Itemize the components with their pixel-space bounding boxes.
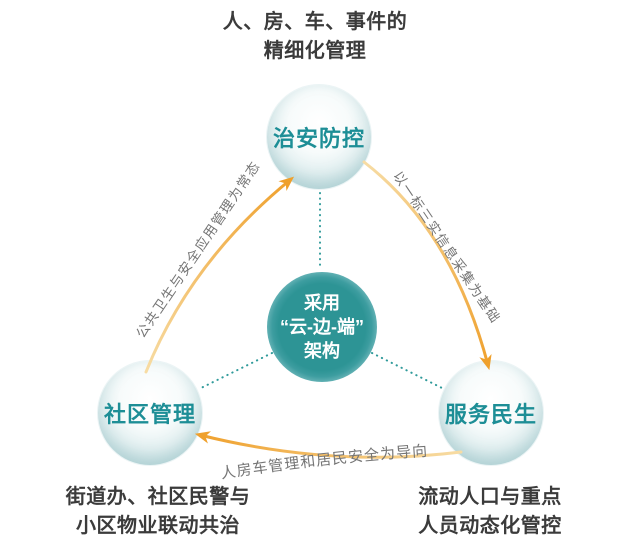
bottom-left-caption: 街道办、社区民警与 小区物业联动共治 xyxy=(8,483,308,541)
arrow-label-bottom: 人房车管理和居民安全为导向 xyxy=(220,443,429,483)
center-node-line3: 架构 xyxy=(304,341,340,362)
center-node-architecture: 采用 “云-边-端” 架构 xyxy=(267,272,377,382)
node-public-security: 治安防控 xyxy=(267,85,371,189)
node-public-service-label: 服务民生 xyxy=(444,402,537,427)
top-caption-line1: 人、房、车、事件的 xyxy=(222,11,408,33)
arrow-label-right: 以一标三实信息采集为基础 xyxy=(390,168,504,326)
bottom-right-caption-line2: 人员动态化管控 xyxy=(418,515,562,537)
center-node-line1: 采用 xyxy=(304,292,340,313)
bottom-right-caption-line1: 流动人口与重点 xyxy=(418,486,562,508)
node-public-security-label: 治安防控 xyxy=(272,126,365,151)
bottom-left-caption-line1: 街道办、社区民警与 xyxy=(65,486,251,508)
arrow-label-left: 公共卫生与安全应用管理为常态 xyxy=(133,158,264,341)
arrow-right-arc xyxy=(362,160,492,371)
center-node-line2: “云-边-端” xyxy=(280,316,364,337)
bottom-right-caption: 流动人口与重点 人员动态化管控 xyxy=(340,483,640,541)
dotted-spoke-bottom-left xyxy=(198,352,273,390)
dotted-spoke-bottom-right xyxy=(371,352,445,390)
node-community-management-label: 社区管理 xyxy=(103,402,196,427)
top-caption-line2: 精细化管理 xyxy=(263,40,367,62)
bottom-left-caption-line2: 小区物业联动共治 xyxy=(76,515,240,537)
top-caption: 人、房、车、事件的 精细化管理 xyxy=(115,8,515,66)
node-community-management: 社区管理 xyxy=(98,361,202,465)
arrow-left-arc xyxy=(144,176,295,374)
arrow-bottom-arc xyxy=(194,431,463,459)
node-public-service: 服务民生 xyxy=(439,361,543,465)
